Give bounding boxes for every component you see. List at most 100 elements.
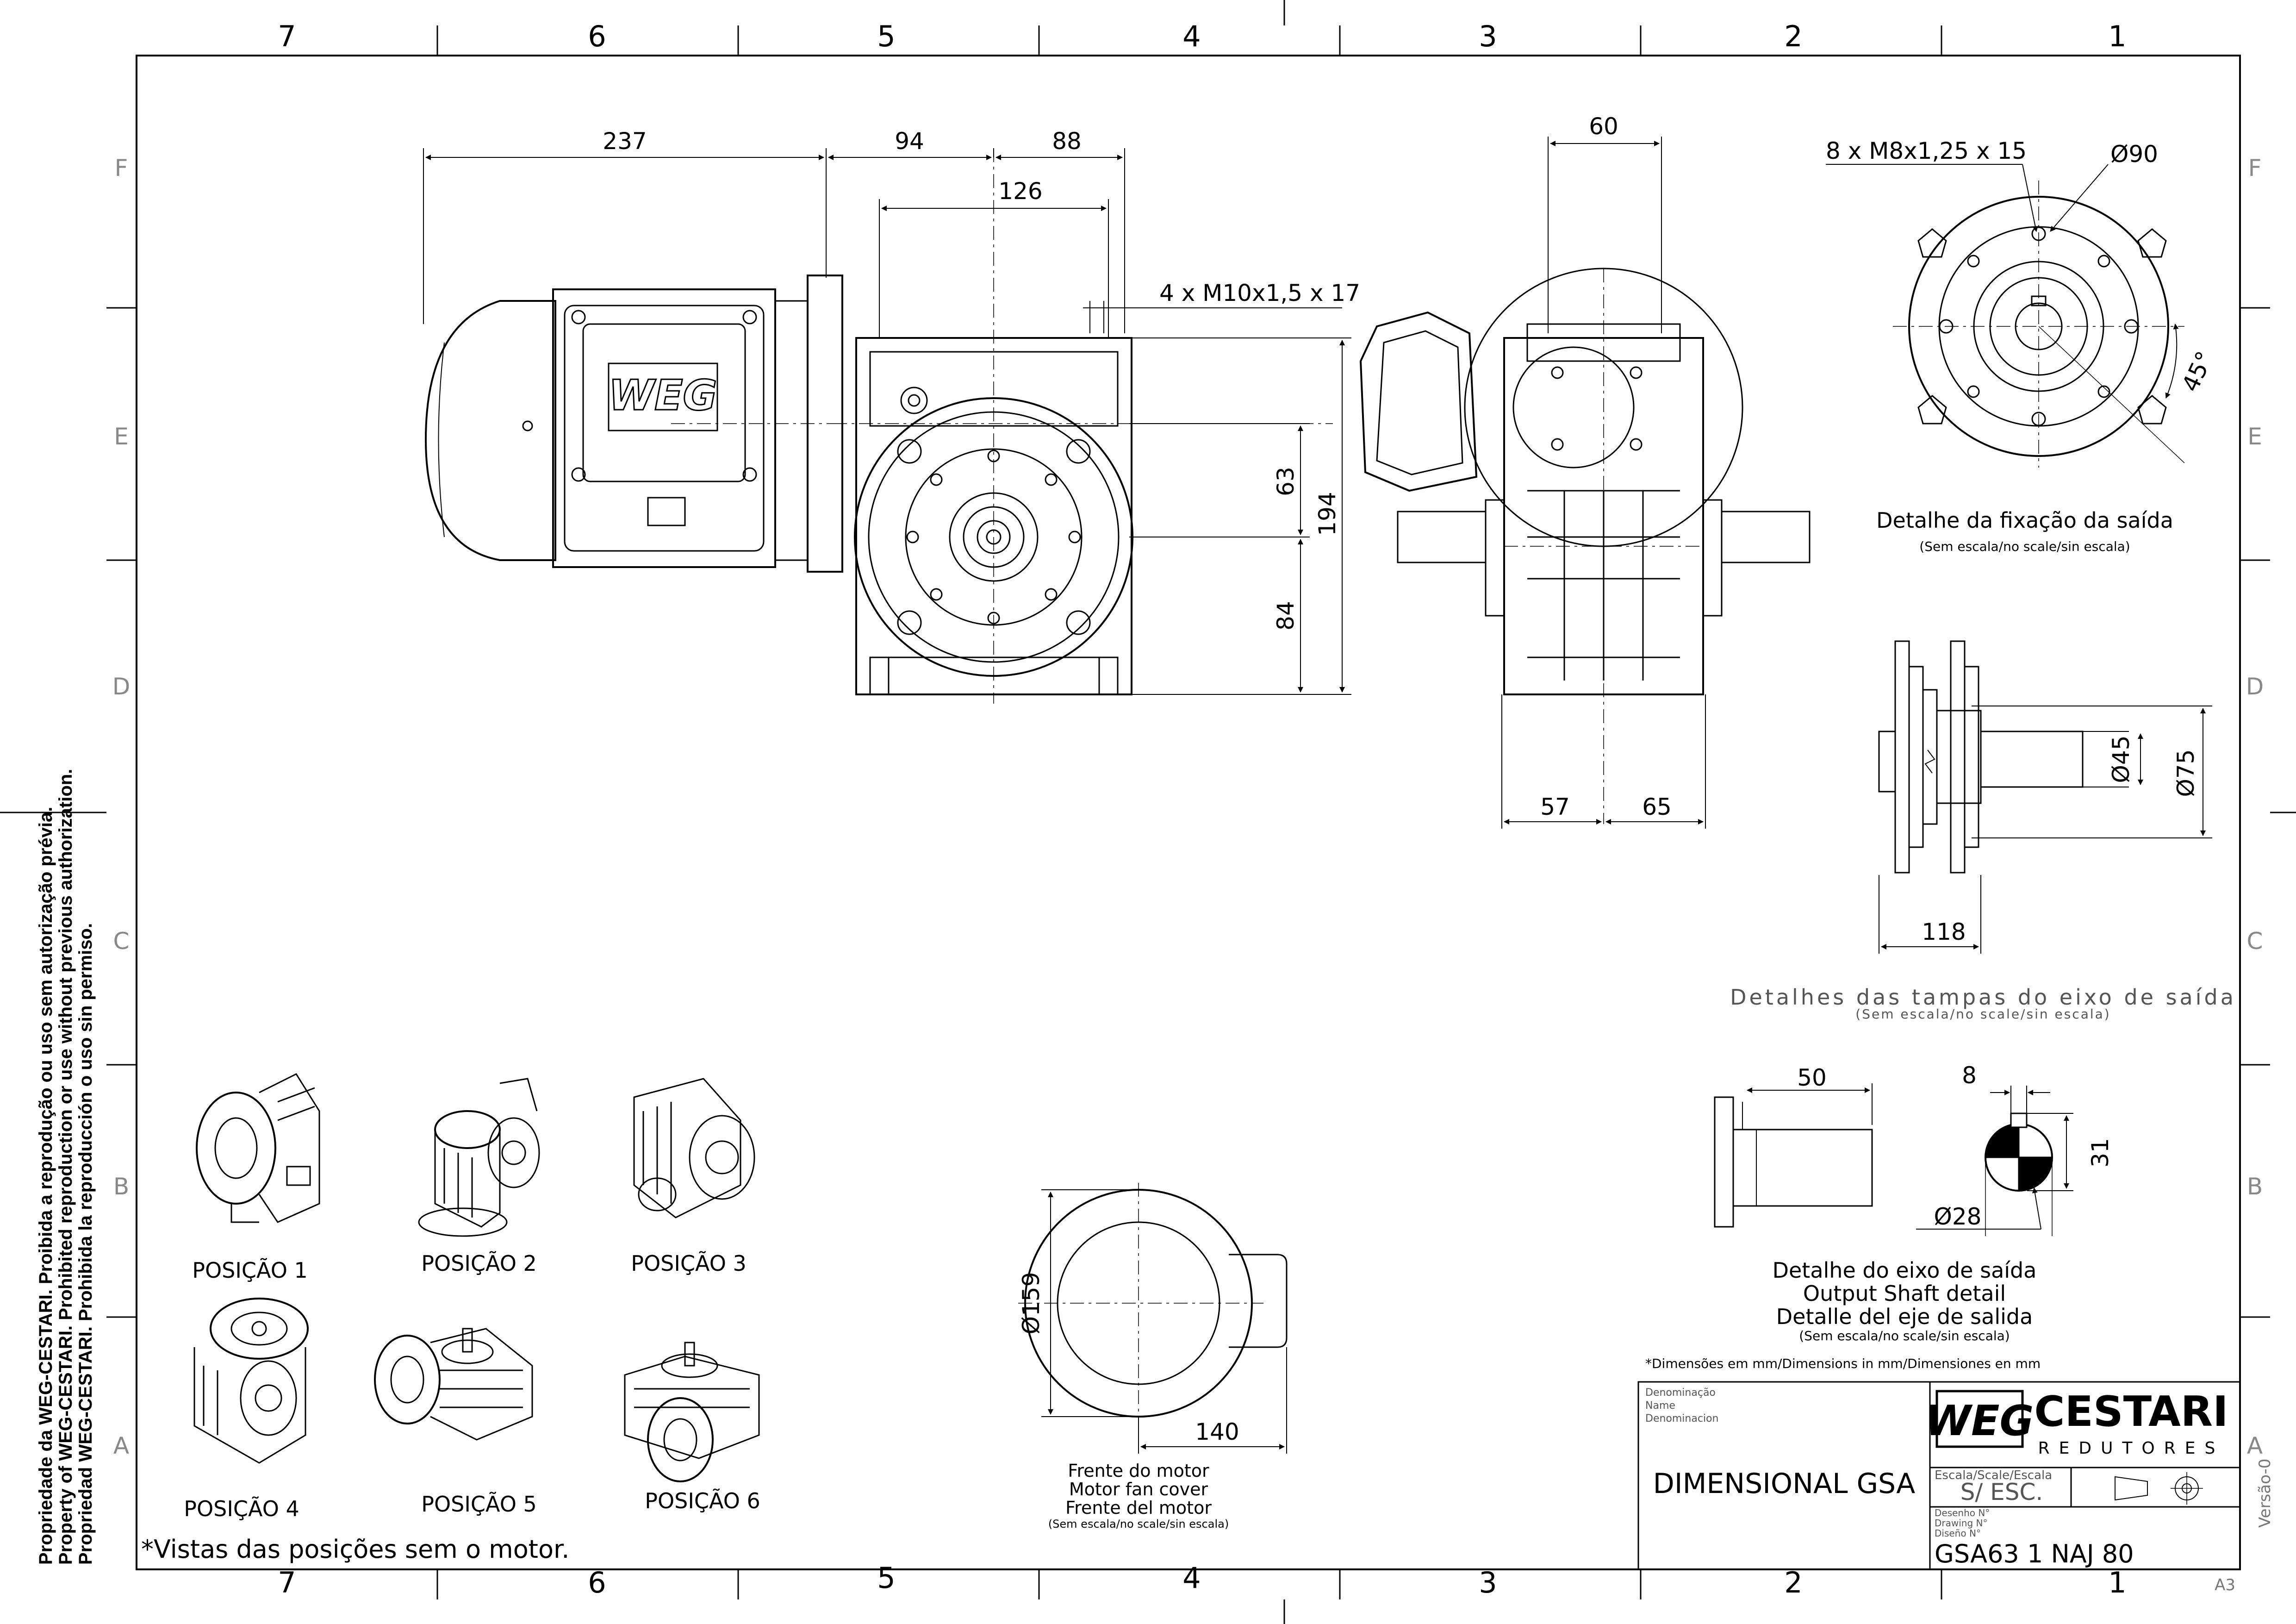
row-label: B	[113, 1173, 129, 1200]
denomination-label-en: Name	[1645, 1400, 1675, 1412]
cestari-logo: CESTARI	[2034, 1387, 2228, 1436]
scale-value: S/ ESC.	[1960, 1479, 2043, 1505]
shaft-subtitle: (Sem escala/no scale/sin escala)	[1799, 1328, 2010, 1343]
column-label: 2	[1784, 19, 1802, 53]
shaft-dim-8: 8	[1962, 1062, 1977, 1089]
mounting-positions	[193, 1073, 760, 1482]
column-label: 6	[588, 19, 606, 53]
column-label: 3	[1479, 1566, 1497, 1599]
row-label: C	[113, 928, 130, 955]
zone-labels: 7 6 5 4 3 2 1 7 6 5 4 3 2 1 F E D C B A …	[112, 19, 2274, 1599]
fixing-diameter: Ø90	[2110, 141, 2158, 168]
dim-84: 84	[1272, 601, 1299, 631]
dim-57: 57	[1540, 793, 1570, 820]
row-label: D	[2246, 673, 2264, 700]
side-view	[1359, 268, 1811, 824]
drawing-number: GSA63 1 NAJ 80	[1935, 1539, 2134, 1568]
version-label: Versão-0	[2256, 1459, 2274, 1528]
position-3-illustration	[633, 1078, 755, 1218]
column-label: 4	[1182, 19, 1201, 53]
drawing-label-pt: Desenho N°	[1935, 1507, 1990, 1518]
position-5-illustration	[374, 1328, 533, 1441]
position-4-illustration	[193, 1298, 309, 1464]
row-label: A	[2247, 1432, 2263, 1459]
dim-237: 237	[603, 128, 647, 155]
covers-detail-title: Detalhes das tampas do eixo de saída	[1730, 985, 2236, 1010]
fixing-bolts: 8 x M8x1,25 x 15	[1826, 137, 2027, 164]
copyright-notice: Propriedade da WEG-CESTARI. Proibida a r…	[36, 769, 96, 1565]
output-covers-detail	[1878, 640, 2212, 954]
cover-dim-118: 118	[1922, 918, 1966, 945]
column-label: 3	[1479, 19, 1497, 53]
position-6-illustration	[624, 1342, 760, 1482]
cestari-subtitle: REDUTORES	[2038, 1439, 2225, 1458]
shaft-title-es: Detalle del eje de salida	[1776, 1304, 2033, 1329]
fan-subtitle: (Sem escala/no scale/sin escala)	[1048, 1518, 1229, 1530]
position-5-label: POSIÇÃO 5	[421, 1492, 537, 1517]
copyright-en: Property of WEG-CESTARI. Prohibited repr…	[56, 769, 76, 1565]
shaft-title-en: Output Shaft detail	[1803, 1281, 2006, 1306]
copyright-pt: Propriedade da WEG-CESTARI. Proibida a r…	[36, 807, 56, 1565]
row-label: F	[115, 155, 128, 181]
shaft-title-pt: Detalhe do eixo de saída	[1773, 1258, 2037, 1283]
title-block	[1637, 1381, 2241, 1570]
shaft-dim-31: 31	[2087, 1138, 2114, 1168]
dim-65: 65	[1642, 793, 1672, 820]
column-label: 1	[2108, 19, 2126, 53]
fixing-detail-subtitle: (Sem escala/no scale/sin escala)	[1919, 539, 2130, 554]
dim-88: 88	[1052, 128, 1082, 155]
dim-94: 94	[895, 128, 924, 155]
position-3-label: POSIÇÃO 3	[631, 1251, 747, 1276]
units-note: *Dimensões em mm/Dimensions in mm/Dimens…	[1645, 1356, 2041, 1371]
row-label: C	[2247, 928, 2263, 955]
drawing-label-en: Drawing N°	[1935, 1518, 1987, 1529]
position-2-illustration	[418, 1078, 540, 1237]
output-fixing-detail	[1826, 164, 2185, 468]
copyright-es: Propriedad WEG-CESTARI. Prohibida la rep…	[75, 923, 96, 1565]
side-view-dimensions	[1501, 137, 1706, 829]
column-label: 1	[2108, 1566, 2126, 1599]
position-2-label: POSIÇÃO 2	[421, 1251, 537, 1276]
motor-fan-cover-view	[1018, 1183, 1288, 1454]
column-label: 5	[877, 19, 895, 53]
position-1-illustration	[196, 1073, 320, 1223]
sheet-size: A3	[2215, 1576, 2235, 1594]
row-label: A	[113, 1432, 129, 1459]
column-label: 7	[278, 1566, 296, 1599]
row-label: B	[2247, 1173, 2263, 1200]
row-label: E	[2247, 423, 2262, 450]
column-label: 7	[278, 19, 296, 53]
dim-60: 60	[1589, 113, 1618, 140]
position-4-label: POSIÇÃO 4	[184, 1496, 299, 1521]
fixing-angle: 45°	[2177, 347, 2218, 396]
column-label: 2	[1784, 1566, 1802, 1599]
row-label: D	[112, 673, 131, 700]
dim-194: 194	[1314, 492, 1341, 536]
fan-dim-140: 140	[1195, 1418, 1239, 1445]
cover-dim-75: Ø75	[2172, 750, 2199, 797]
fan-dim-159: Ø159	[1018, 1272, 1045, 1335]
main-front-view: WEG	[424, 148, 1333, 704]
position-6-label: POSIÇÃO 6	[645, 1488, 760, 1513]
denomination-label-es: Denominacion	[1645, 1413, 1718, 1424]
main-view-dimensions	[423, 148, 1351, 695]
shaft-dim-50: 50	[1797, 1064, 1827, 1091]
cover-dim-45: Ø45	[2108, 736, 2134, 783]
denomination-label-pt: Denominação	[1645, 1387, 1716, 1399]
row-label: E	[114, 423, 129, 450]
row-label: F	[2248, 155, 2262, 181]
fan-title-pt: Frente do motor	[1068, 1461, 1209, 1481]
dim-63: 63	[1272, 467, 1299, 496]
output-shaft-detail	[1714, 1083, 2073, 1236]
shaft-dim-28: Ø28	[1934, 1203, 1982, 1230]
weg-logo-motor: WEG	[609, 371, 717, 420]
covers-detail-subtitle: (Sem escala/no scale/sin escala)	[1855, 1006, 2110, 1022]
fan-title-es: Frente del motor	[1065, 1498, 1212, 1518]
column-label: 5	[877, 1561, 895, 1595]
column-label: 6	[588, 1566, 606, 1599]
column-label: 4	[1182, 1561, 1201, 1595]
weg-logo: WEG	[1925, 1397, 2034, 1445]
fixing-detail-title: Detalhe da fixação da saída	[1876, 508, 2173, 533]
